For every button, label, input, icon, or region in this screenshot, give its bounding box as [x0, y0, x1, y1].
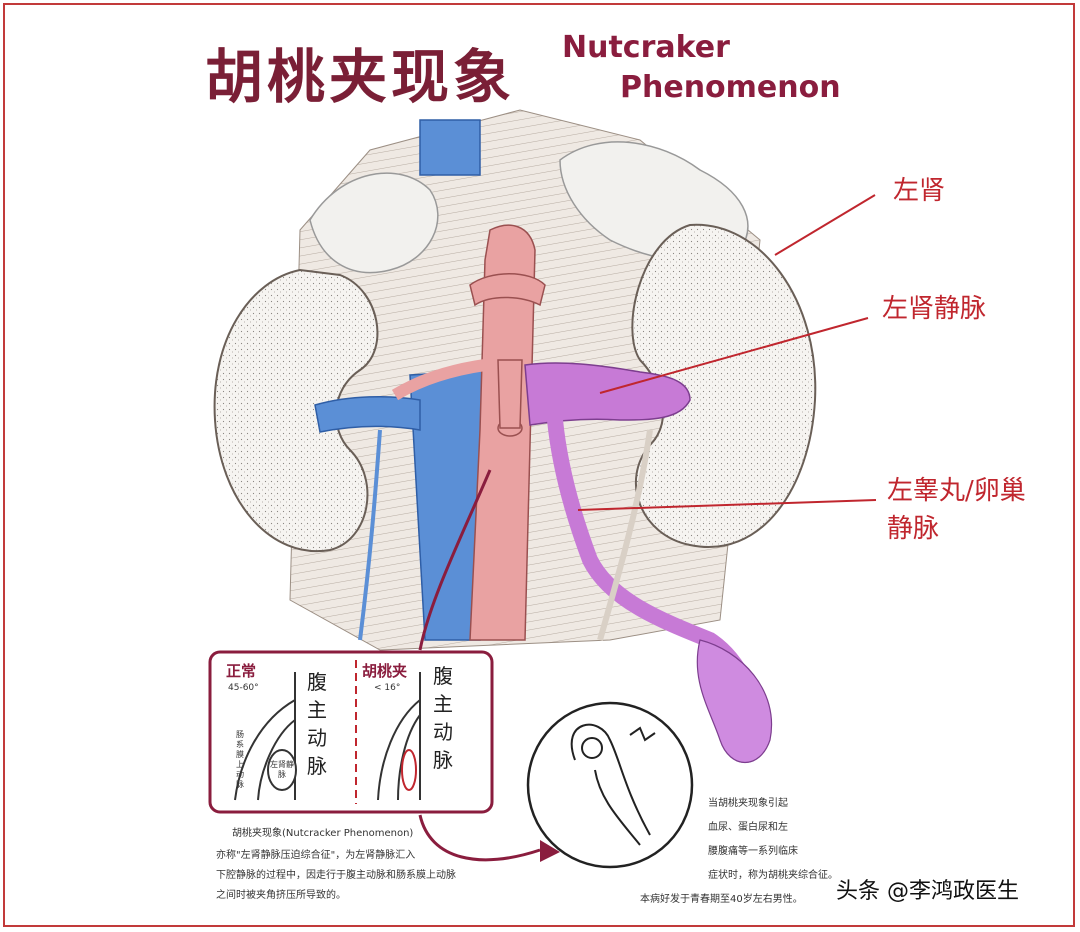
- image-frame: [3, 3, 1075, 927]
- notes-right-line4: 症状时，称为胡桃夹综合征。: [708, 870, 838, 881]
- notes-left-line2: 下腔静脉的过程中，因走行于腹主动脉和肠系膜上动脉: [216, 870, 456, 881]
- normal-sma-outline: [234, 699, 296, 801]
- nutcracker-with-walnut-icon: [526, 701, 694, 869]
- normal-renal-vein-section: [267, 749, 297, 791]
- inset-nutcracker-label: 胡桃夹: [362, 662, 408, 680]
- nutcracker-sma-inner: [397, 714, 421, 801]
- callout-gonadal-vein-line1: 左睾丸/卵巢: [887, 476, 1026, 506]
- celiac-trunk: [469, 273, 546, 307]
- right-renal-vein: [314, 396, 421, 433]
- normal-sma-inner: [257, 719, 296, 801]
- notes-right-line5: 本病好发于青春期至40岁左右男性。: [640, 894, 803, 905]
- title-english-line1: Nutcraker: [562, 30, 730, 65]
- notes-left-line1: 亦称"左肾静脉压迫综合征"，为左肾静脉汇入: [216, 850, 416, 861]
- curved-arrow-to-inset: [418, 469, 492, 651]
- callout-line-left-kidney: [774, 194, 876, 256]
- pampiniform-plexus: [696, 639, 773, 764]
- callout-left-renal-vein: 左肾静脉: [882, 294, 987, 324]
- title-english-line2: Phenomenon: [620, 70, 841, 105]
- upper-vena-cava-segment: [419, 119, 481, 176]
- left-ureter: [597, 429, 653, 641]
- nutcracker-renal-vein-section: [401, 749, 417, 791]
- superior-mesenteric-artery: [497, 359, 523, 429]
- callout-line-left-renal-vein: [599, 317, 869, 394]
- callout-line-gonadal-vein: [577, 499, 877, 511]
- right-kidney: [213, 268, 379, 553]
- callout-left-kidney: 左肾: [893, 176, 946, 206]
- inset-normal-label: 正常: [226, 662, 257, 680]
- arrow-head-nutcracker: [540, 840, 560, 862]
- inset-sma-small: 肠系膜上动脉: [236, 730, 244, 789]
- right-adrenal-tissue: [309, 172, 439, 274]
- right-gonadal-vein: [358, 429, 382, 641]
- notes-left-heading: 胡桃夹现象(Nutcracker Phenomenon): [232, 828, 414, 839]
- left-kidney: [631, 223, 817, 548]
- callout-gonadal-vein-line2: 静脉: [887, 514, 940, 544]
- notes-right-line1: 当胡桃夹现象引起: [708, 798, 788, 809]
- inset-nutcracker-aorta-text: 腹主动脉: [433, 664, 453, 772]
- nutcracker-sma-outline: [377, 699, 421, 801]
- title-english: Nutcraker Phenomenon: [562, 28, 841, 108]
- watermark: 头条 @李鸿政医生: [836, 879, 1019, 904]
- notes-left-line3: 之间时被夹角挤压所导致的。: [216, 890, 346, 901]
- notes-right-line2: 血尿、蛋白尿和左: [708, 822, 788, 833]
- notes-right-line3: 腰腹痛等一系列临床: [708, 846, 798, 857]
- right-renal-artery: [391, 359, 486, 401]
- curved-arrow-to-nutcracker: [418, 814, 541, 862]
- inset-normal-angle: 45-60°: [228, 683, 259, 693]
- inset-renal-vein-small: 左肾静脉: [270, 760, 294, 779]
- title-chinese: 胡桃夹现象: [205, 43, 516, 111]
- callout-gonadal-vein: 左睾丸/卵巢 静脉: [887, 472, 1026, 548]
- inset-nutcracker-angle: < 16°: [374, 683, 401, 693]
- inset-normal-aorta-text: 腹主动脉: [307, 670, 327, 778]
